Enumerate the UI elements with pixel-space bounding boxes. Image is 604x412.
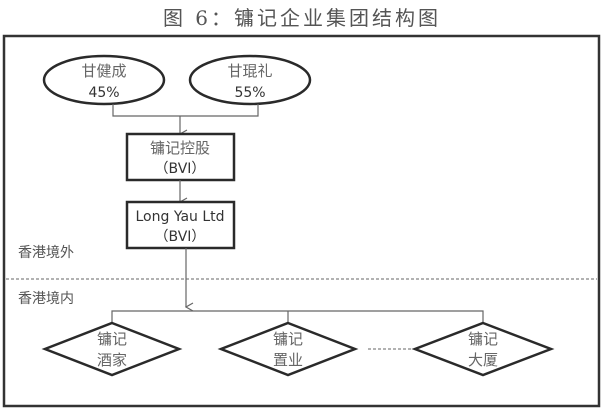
subsidiary-node: 镛记 大厦 bbox=[411, 321, 555, 377]
shareholder-connector bbox=[112, 104, 259, 117]
subsidiary-name-line2: 大厦 bbox=[468, 351, 498, 369]
shareholder-share: 55% bbox=[234, 85, 265, 101]
diagram-title: 图 6：镛记企业集团结构图 bbox=[162, 6, 442, 30]
subsidiary-connector bbox=[111, 310, 484, 323]
shareholder-name: 甘琨礼 bbox=[227, 62, 272, 80]
diamond-shape bbox=[411, 321, 555, 377]
subsidiary-name-line1: 镛记 bbox=[97, 330, 127, 348]
subsidiary-name-line1: 镛记 bbox=[468, 330, 498, 348]
holding-company-node: 镛记控股 （BVI） bbox=[125, 132, 236, 182]
company-jurisdiction: （BVI） bbox=[155, 161, 206, 177]
box-shape bbox=[125, 132, 236, 182]
company-name: Long Yau Ltd bbox=[135, 209, 224, 225]
ellipse-shape bbox=[188, 54, 312, 106]
holding-company-node: Long Yau Ltd （BVI） bbox=[125, 200, 236, 250]
box-shape bbox=[125, 200, 236, 250]
diamond-shape bbox=[217, 321, 359, 377]
shareholder-node: 甘健成 45% bbox=[42, 54, 166, 106]
subsidiary-node: 镛记 酒家 bbox=[41, 321, 183, 377]
subsidiary-name-line2: 酒家 bbox=[97, 351, 127, 369]
company-name: 镛记控股 bbox=[150, 139, 210, 157]
subsidiary-node: 镛记 置业 bbox=[217, 321, 359, 377]
diamond-shape bbox=[41, 321, 183, 377]
shareholder-name: 甘健成 bbox=[81, 62, 126, 80]
company-jurisdiction: （BVI） bbox=[155, 229, 206, 245]
region-label-onshore: 香港境内 bbox=[18, 291, 74, 307]
ellipse-shape bbox=[42, 54, 166, 106]
subsidiary-name-line1: 镛记 bbox=[273, 330, 303, 348]
shareholder-node: 甘琨礼 55% bbox=[188, 54, 312, 106]
outer-frame bbox=[2, 34, 601, 408]
region-label-offshore: 香港境外 bbox=[18, 245, 74, 261]
shareholder-share: 45% bbox=[88, 85, 119, 101]
subsidiary-name-line2: 置业 bbox=[273, 351, 303, 369]
